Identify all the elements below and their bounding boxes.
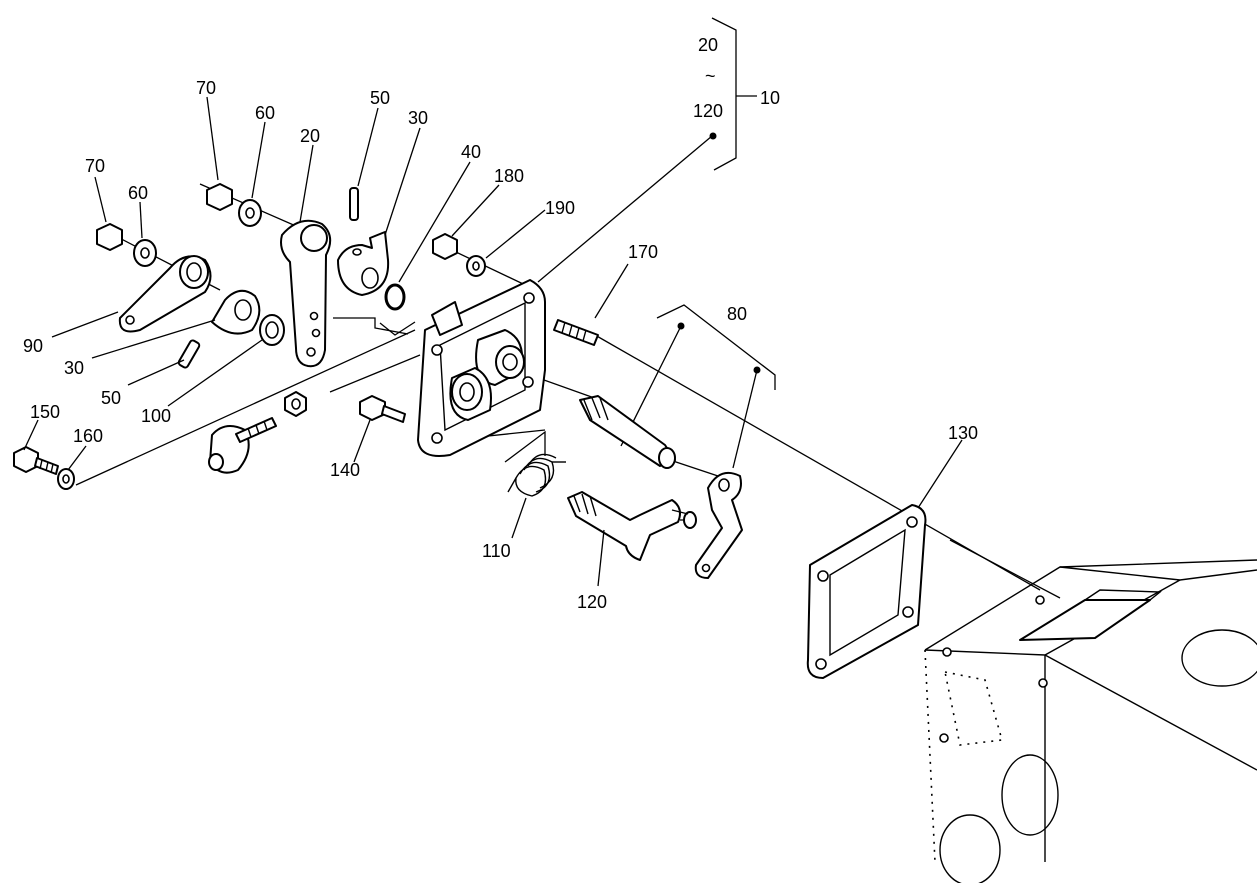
o-ring-40 [384, 283, 406, 311]
engine-block [924, 559, 1257, 883]
gasket-130 [806, 504, 927, 679]
callout-20: 20 [300, 126, 320, 146]
callout-140: 140 [330, 460, 360, 480]
callout-150: 150 [30, 402, 60, 422]
callout-labels: 20 ~ 120 10 70 60 20 50 30 40 180 190 70… [23, 35, 978, 612]
callout-80: 80 [727, 304, 747, 324]
lever-90 [118, 255, 212, 333]
callout-70-lower: 70 [85, 156, 105, 176]
callout-110: 110 [482, 541, 511, 561]
collar-30-lower [211, 289, 261, 335]
nut-70-upper [206, 183, 233, 211]
callout-100: 100 [141, 406, 171, 426]
stud-170 [553, 319, 599, 346]
nut-180 [432, 233, 458, 260]
callout-40: 40 [461, 142, 481, 162]
shaft-120 [567, 491, 697, 561]
washer-190 [466, 255, 486, 277]
lever-20 [280, 219, 332, 368]
collar-30-upper [337, 231, 390, 296]
callout-30-upper: 30 [408, 108, 428, 128]
callout-120-top: 120 [693, 101, 723, 121]
nut-70-lower [96, 223, 123, 251]
spring-110 [507, 453, 566, 497]
lever-plate-80 [694, 472, 743, 579]
callout-170: 170 [628, 242, 658, 262]
callout-120: 120 [577, 592, 607, 612]
stop-screw-assembly [208, 391, 307, 474]
callout-70-upper: 70 [196, 78, 216, 98]
callout-160: 160 [73, 426, 103, 446]
callout-50-upper: 50 [370, 88, 390, 108]
washer-160 [57, 468, 75, 490]
callout-10: 10 [760, 88, 780, 108]
callout-180: 180 [494, 166, 524, 186]
bolt-140 [359, 395, 406, 423]
callout-50-lower: 50 [101, 388, 121, 408]
callout-60-upper: 60 [255, 103, 275, 123]
pin-50-lower [177, 339, 201, 369]
governor-shaft-upper [579, 395, 676, 469]
callout-tilde: ~ [705, 66, 716, 86]
washer-60-upper [238, 199, 262, 227]
bolt-150 [13, 446, 59, 475]
group-bracket-10 [711, 17, 757, 171]
washer-60-lower [133, 239, 157, 267]
callout-130: 130 [948, 423, 978, 443]
pin-50-upper [349, 187, 359, 221]
callout-20-top: 20 [698, 35, 718, 55]
callout-leaders [23, 96, 963, 587]
callout-30-lower: 30 [64, 358, 84, 378]
governor-housing [417, 279, 546, 457]
callout-90: 90 [23, 336, 43, 356]
oil-seal-100 [259, 314, 285, 346]
assembly-leader-lines [75, 183, 1061, 599]
callout-190: 190 [545, 198, 575, 218]
callout-60-lower: 60 [128, 183, 148, 203]
